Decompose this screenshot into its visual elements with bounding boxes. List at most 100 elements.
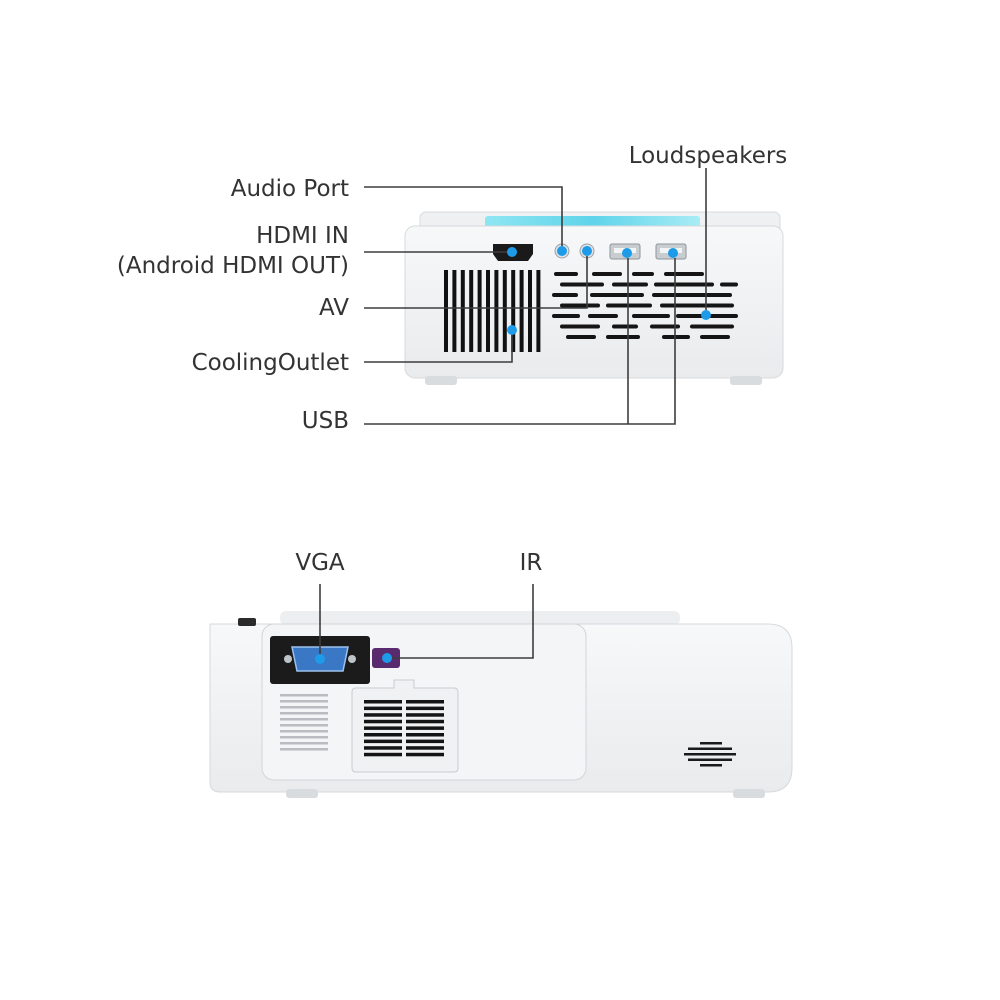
speaker-slit [560, 303, 600, 308]
side-foot-right [733, 789, 765, 798]
cooling-slot [494, 270, 499, 352]
cooling-slot [486, 270, 490, 352]
cooling-slot [536, 270, 541, 352]
speaker-slit [590, 293, 644, 297]
side-speaker-slits [684, 742, 736, 767]
speaker-slit [554, 272, 578, 276]
side-foot-left [286, 789, 318, 798]
vent-grille-slit [364, 739, 402, 744]
vent-grille-slit [364, 733, 402, 737]
speaker-slit [700, 335, 730, 339]
speaker-slit [560, 324, 600, 329]
side-vent-slit [280, 700, 328, 703]
vent-grille-slit [364, 746, 402, 750]
side-vent-slit [280, 736, 328, 739]
leader-cooling [364, 335, 513, 363]
projector-foot-left [425, 376, 457, 385]
side-vent-slit [280, 706, 328, 709]
leader-usb [364, 258, 676, 425]
speaker-slit [650, 324, 680, 329]
speaker-slit [690, 324, 734, 329]
marker-ir [382, 653, 392, 663]
leader-ir [392, 584, 534, 659]
side-speaker-slit [688, 747, 732, 750]
speaker-slit [662, 335, 690, 339]
vent-grille-slit [406, 733, 444, 737]
vent-grille-slit [364, 706, 402, 711]
cooling-slot [519, 270, 524, 352]
speaker-slit [552, 293, 578, 297]
vent-grille-slit [406, 739, 444, 744]
vent-grille-slit [406, 713, 444, 717]
side-vent-slit [280, 748, 328, 751]
speaker-slit [552, 314, 580, 318]
side-vent-slit [280, 742, 328, 745]
label-usb: USB [302, 408, 349, 434]
speaker-slit [588, 314, 618, 318]
marker-audio [557, 246, 567, 256]
marker-cooling [507, 325, 517, 335]
speaker-slit [652, 293, 732, 297]
label-hdmi-in: HDMI IN [256, 223, 349, 249]
label-av: AV [319, 295, 349, 321]
cooling-outlet-grille [444, 270, 541, 352]
focus-knob [238, 618, 256, 626]
speaker-slit [654, 282, 714, 287]
vent-cover [351, 679, 459, 773]
projector-rear-view: Audio Port HDMI IN (Android HDMI OUT) AV… [117, 143, 787, 434]
speaker-grille [552, 272, 738, 339]
vent-grille-slit [406, 726, 444, 730]
side-vent-slit [280, 718, 328, 721]
speaker-slit [664, 272, 704, 276]
speaker-slit [560, 282, 604, 287]
cooling-slot [511, 270, 516, 352]
label-hdmi-android-out: (Android HDMI OUT) [117, 253, 349, 279]
label-cooling-outlet: CoolingOutlet [192, 350, 349, 376]
vent-grille-slit [406, 746, 444, 750]
vent-grille-slit [364, 713, 402, 717]
cooling-slot [469, 270, 474, 352]
vent-grille-slit [364, 752, 402, 757]
label-audio-port: Audio Port [231, 176, 349, 202]
leader-audio-port [364, 186, 563, 246]
marker-usb-1 [622, 248, 632, 258]
marker-hdmi [507, 247, 517, 257]
side-speaker-slit [684, 753, 736, 756]
speaker-slit [612, 324, 638, 329]
cooling-slot [460, 270, 465, 352]
vent-grille-slit [406, 719, 444, 724]
vent-grille-slit [406, 752, 444, 757]
side-vent-slit [280, 724, 328, 727]
side-vent-slit [280, 730, 328, 733]
speaker-slit [632, 272, 654, 276]
speaker-slit [720, 282, 738, 287]
marker-av [582, 246, 592, 256]
speaker-slit [566, 335, 596, 339]
marker-vga [315, 654, 325, 664]
vent-cover-grille [364, 700, 444, 757]
cooling-slot [502, 270, 507, 352]
side-speaker-slit [700, 764, 722, 767]
side-vent-slit [280, 694, 328, 697]
projector-foot-right [730, 376, 762, 385]
vent-grille-slit [406, 706, 444, 711]
side-vent-left [280, 694, 328, 751]
label-ir: IR [520, 550, 543, 576]
vent-grille-slit [364, 719, 402, 724]
projector-body [404, 225, 784, 379]
side-vent-slit [280, 712, 328, 715]
vent-grille-slit [364, 726, 402, 730]
side-speaker-slit [700, 742, 722, 745]
cooling-slot [444, 270, 448, 352]
speaker-slit [606, 335, 640, 339]
speaker-slit [632, 314, 670, 318]
cooling-slot [452, 270, 457, 352]
label-loudspeakers: Loudspeakers [629, 143, 788, 169]
marker-usb-2 [668, 248, 678, 258]
vent-grille-slit [364, 700, 402, 704]
label-vga: VGA [295, 550, 345, 576]
side-speaker-slit [688, 758, 732, 761]
cooling-slot [528, 270, 532, 352]
marker-loudspeaker [701, 310, 711, 320]
